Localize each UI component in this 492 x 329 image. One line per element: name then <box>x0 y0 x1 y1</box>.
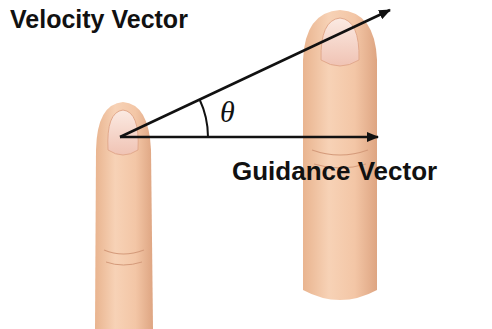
vector-label: Guidance Vector <box>232 157 437 186</box>
angle-arc <box>200 100 208 138</box>
vector-label: Velocity Vector <box>10 6 188 34</box>
angle-symbol: θ <box>220 95 235 128</box>
guidance-arrow <box>120 136 378 139</box>
right-finger <box>303 10 377 300</box>
